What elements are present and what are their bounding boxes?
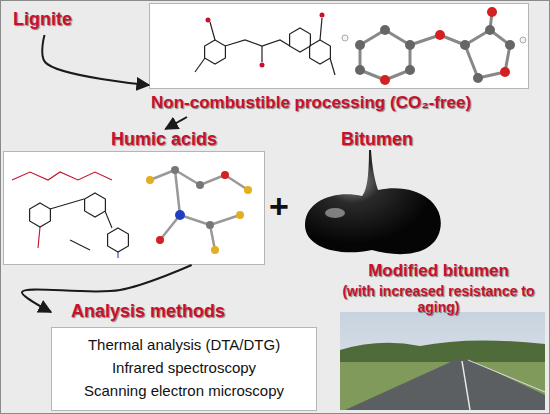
molecule-model: [146, 166, 252, 254]
panel-frame: [3, 151, 265, 265]
molecule-model: [342, 7, 526, 85]
node-text: Thermal analysis (DTA/DTG): [51, 336, 317, 353]
plus-sign: +: [269, 187, 299, 226]
result-heading: Modified bitumen: [331, 261, 546, 281]
panel-box: Analysis methodsThermal analysis (DTA/DT…: [51, 301, 317, 411]
bitumen-drop: [305, 150, 441, 254]
text-node: Bitumen: [301, 129, 451, 259]
panel-box: Non-combustible processing (CO₂-free): [149, 3, 529, 117]
panel-box: Humic acids: [3, 129, 265, 265]
flow-arrow: [22, 265, 192, 312]
molecule-structure: [12, 172, 128, 258]
node-text: Scanning electron microscopy: [51, 382, 317, 399]
node-heading: Analysis methods: [71, 301, 311, 322]
node-heading: Lignite: [13, 9, 103, 30]
text-node: Lignite: [13, 9, 103, 35]
result-note: (with increased resistance to aging): [331, 283, 546, 315]
flow-arrow: [42, 35, 149, 85]
node-text: Infrared spectroscopy: [51, 359, 317, 376]
node-heading: Bitumen: [341, 129, 451, 150]
road-photo: [340, 312, 545, 410]
flow-arrow: [165, 117, 187, 129]
molecule-structure: [195, 13, 335, 76]
panel-frame: [149, 3, 529, 89]
node-heading: Humic acids: [111, 129, 261, 150]
node-heading: Non-combustible processing (CO₂-free): [151, 93, 529, 113]
